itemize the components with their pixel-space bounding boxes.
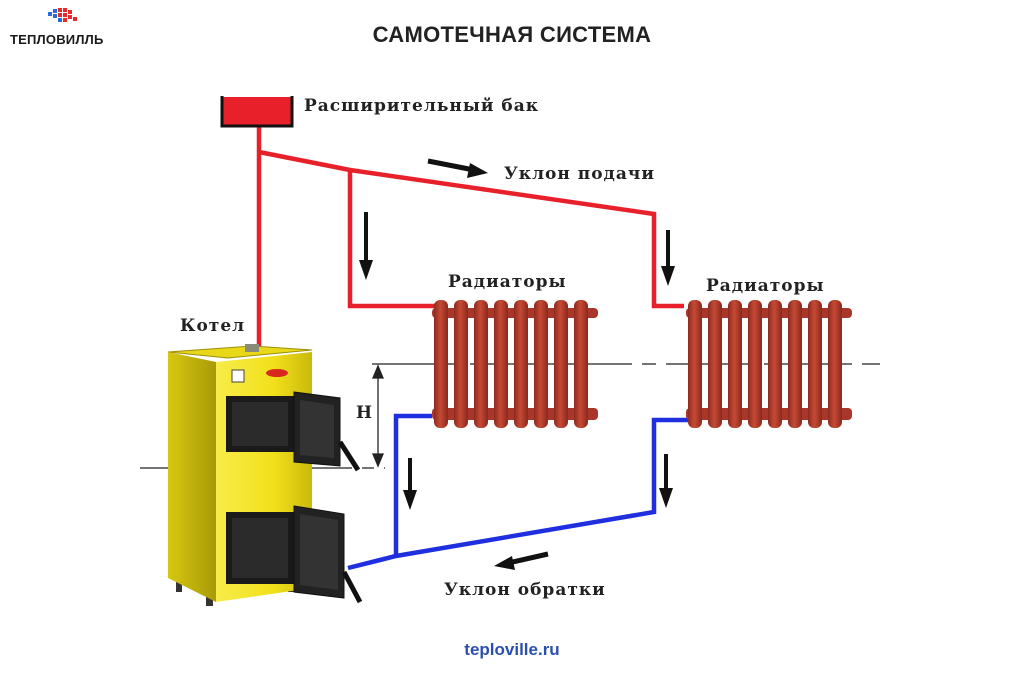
arrow-down-icon (359, 212, 373, 280)
boiler-label: Котел (180, 316, 246, 336)
radiators-right-label: Радиаторы (706, 276, 825, 296)
height-dimension (372, 364, 384, 468)
site-link[interactable]: teploville.ru (464, 640, 560, 659)
supply-pipes (256, 122, 684, 352)
return-pipes (347, 413, 690, 571)
arrow-right-icon (427, 158, 488, 178)
logo-mark-icon (48, 8, 77, 22)
brand-logo: ТЕПЛОВИЛЛЬ (10, 6, 120, 50)
expansion-tank (220, 96, 294, 128)
arrow-down-icon (659, 454, 673, 508)
arrow-down-icon (661, 230, 675, 286)
return-slope-label: Уклон обратки (444, 580, 606, 600)
supply-slope-label: Уклон подачи (504, 164, 655, 184)
arrow-down-icon (403, 458, 417, 510)
arrow-left-icon (494, 551, 549, 570)
boiler (167, 344, 363, 606)
brand-name: ТЕПЛОВИЛЛЬ (10, 32, 104, 47)
height-label: Н (356, 403, 374, 423)
radiators-left-label: Радиаторы (448, 272, 567, 292)
page-title: САМОТЕЧНАЯ СИСТЕМА (372, 22, 652, 47)
expansion-tank-label: Расширительный бак (304, 96, 540, 116)
flow-arrows (359, 158, 675, 570)
